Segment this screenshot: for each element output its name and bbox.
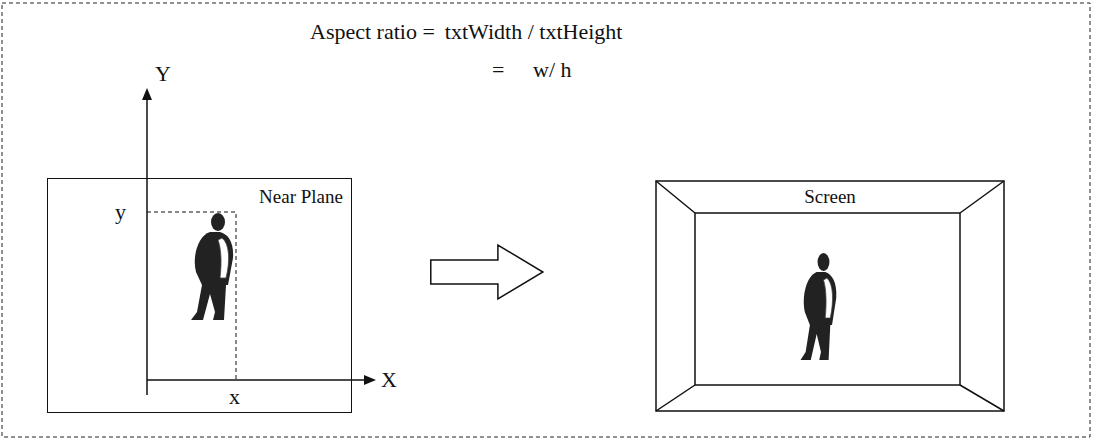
formula-text: w/ h — [533, 58, 572, 82]
outer-dashed-border — [2, 3, 1090, 437]
near-plane-box: Near Plane — [47, 178, 352, 413]
figure-screen — [801, 253, 837, 360]
formula-text: Aspect ratio = — [310, 20, 435, 44]
formula-text: txtWidth / txtHeight — [445, 20, 623, 44]
formula-text: = — [492, 58, 504, 82]
figure-near-plane — [191, 213, 233, 320]
node-title: Near Plane — [259, 187, 343, 208]
frame-outline — [655, 180, 1005, 412]
y-axis — [142, 88, 152, 395]
dashed-guide — [147, 212, 236, 380]
coordinate-label: y — [115, 200, 126, 224]
x-axis — [147, 375, 376, 385]
screen-frame: Screen — [655, 180, 1005, 412]
node-title: Screen — [804, 187, 856, 208]
block-arrow — [431, 245, 543, 299]
axis-label: Y — [155, 62, 171, 86]
coordinate-label: x — [229, 385, 240, 409]
axis-label: X — [381, 368, 397, 392]
